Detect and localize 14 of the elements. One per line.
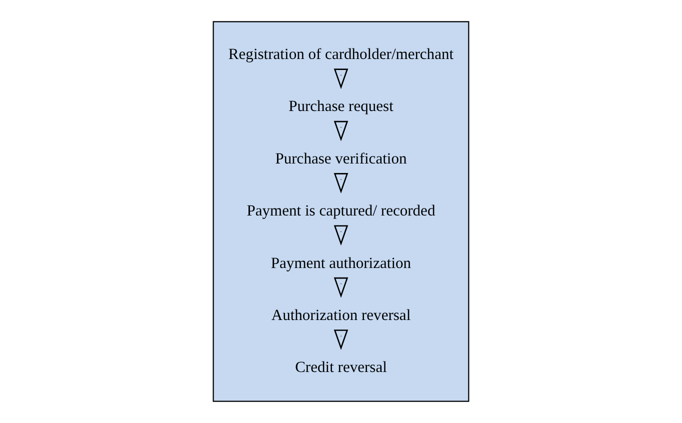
node-text: Credit reversal xyxy=(295,359,387,376)
arrow xyxy=(334,120,348,142)
node-text: Purchase request xyxy=(288,98,394,116)
arrow xyxy=(334,277,348,298)
node-text: Payment is captured/ recorded xyxy=(246,202,436,220)
arrow xyxy=(334,68,348,90)
node-text: Purchase verification xyxy=(275,150,407,168)
node-text: Payment authorization xyxy=(270,254,412,272)
cluster xyxy=(212,21,470,402)
arrow xyxy=(334,173,348,194)
node-text: Registration of cardholder/merchant xyxy=(228,46,454,64)
arrow xyxy=(334,225,348,246)
arrow xyxy=(334,330,348,350)
node-text: Authorization reversal xyxy=(271,306,411,324)
